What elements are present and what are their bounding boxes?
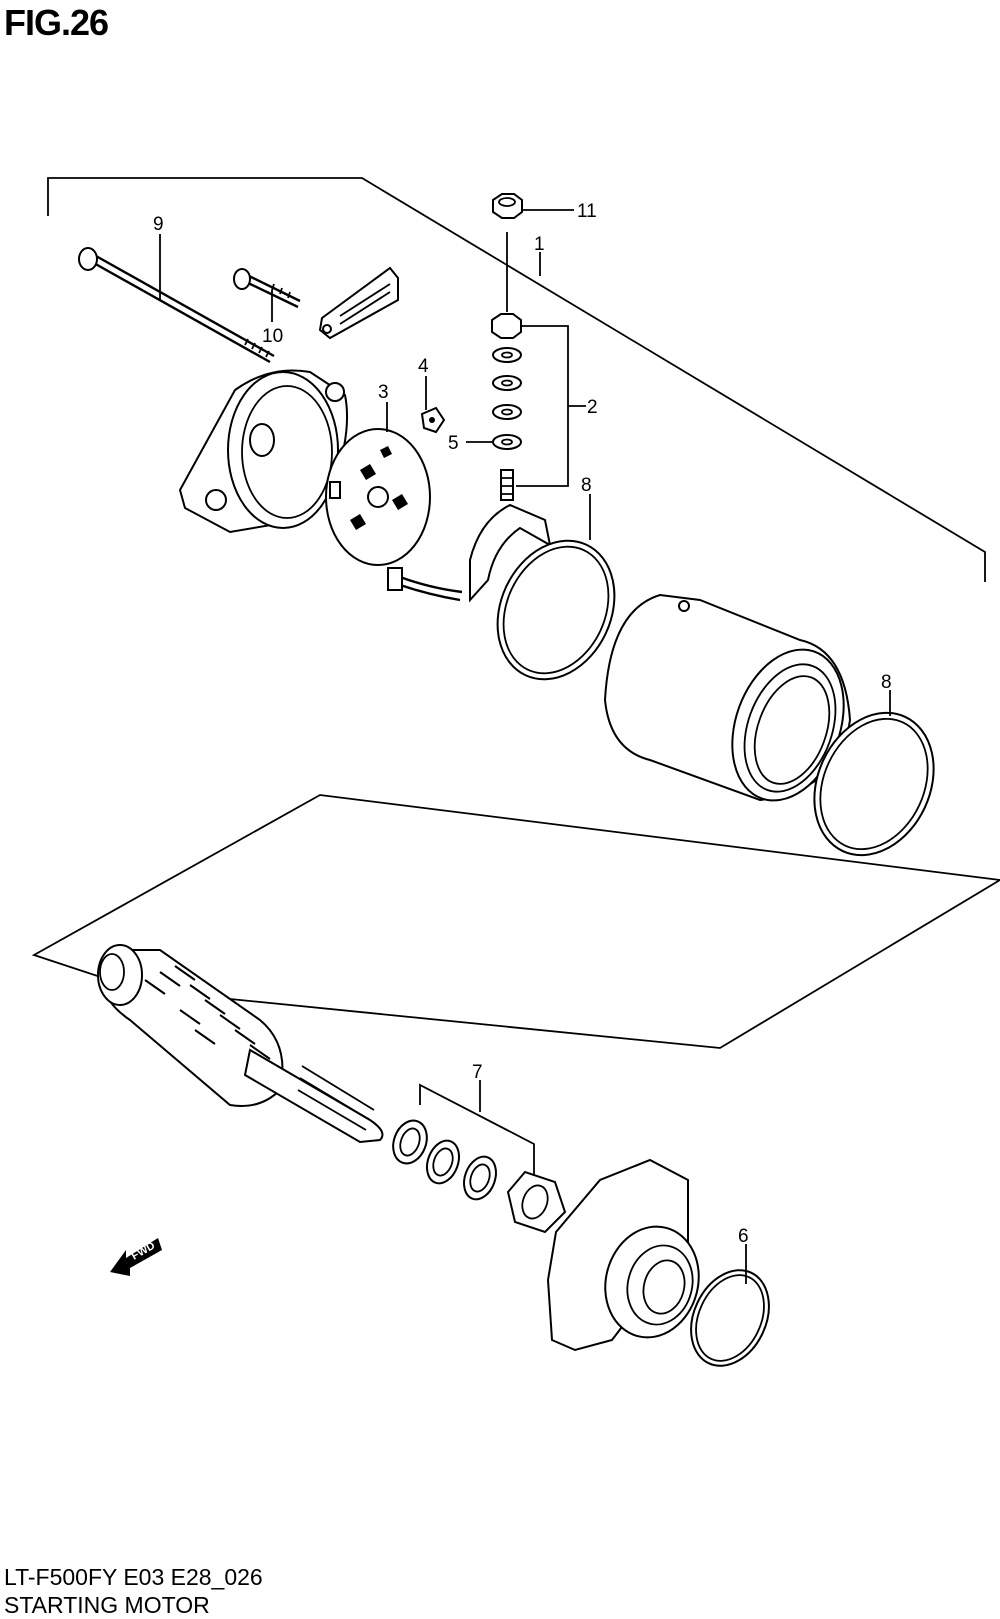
callout-10: 10 bbox=[262, 326, 283, 347]
figure-title: FIG.26 bbox=[4, 2, 109, 43]
o-ring-8-lower[interactable] bbox=[792, 693, 956, 874]
rear-housing[interactable] bbox=[178, 369, 349, 534]
callout-3: 3 bbox=[378, 382, 389, 403]
callout-1: 1 bbox=[534, 234, 545, 255]
o-ring-6[interactable] bbox=[676, 1257, 784, 1378]
callout-9: 9 bbox=[153, 214, 164, 235]
bracket-plate bbox=[318, 266, 399, 340]
bracket-7 bbox=[419, 1083, 535, 1176]
brush-holder-3[interactable] bbox=[325, 428, 431, 566]
terminal-set-2[interactable] bbox=[491, 313, 522, 501]
callout-2: 2 bbox=[587, 397, 598, 418]
front-housing[interactable] bbox=[546, 1158, 711, 1352]
diagram-name: STARTING MOTOR bbox=[4, 1592, 210, 1618]
armature[interactable] bbox=[97, 944, 384, 1144]
model-code: LT-F500FY E03 E28_026 bbox=[4, 1564, 263, 1590]
callout-8-lower: 8 bbox=[881, 672, 892, 693]
callout-8-upper: 8 bbox=[581, 475, 592, 496]
nut-11[interactable] bbox=[492, 193, 523, 219]
o-ring-8-upper[interactable] bbox=[476, 522, 637, 699]
bolt-10[interactable] bbox=[233, 268, 301, 309]
callout-5: 5 bbox=[448, 433, 459, 454]
callout-4: 4 bbox=[418, 356, 429, 377]
clip-4[interactable] bbox=[420, 406, 446, 434]
callout-11: 11 bbox=[577, 201, 597, 222]
washer-set-7[interactable] bbox=[387, 1116, 567, 1234]
lead-wire-brush[interactable] bbox=[387, 503, 552, 603]
forward-direction-marker: FWD bbox=[110, 1238, 162, 1276]
callout-6: 6 bbox=[738, 1226, 749, 1247]
through-bolt-9[interactable] bbox=[78, 247, 275, 364]
armature-outline bbox=[31, 794, 1000, 1049]
bracket-2 bbox=[516, 325, 569, 487]
assembly-1-bracket bbox=[47, 177, 986, 582]
callout-7: 7 bbox=[472, 1062, 483, 1083]
